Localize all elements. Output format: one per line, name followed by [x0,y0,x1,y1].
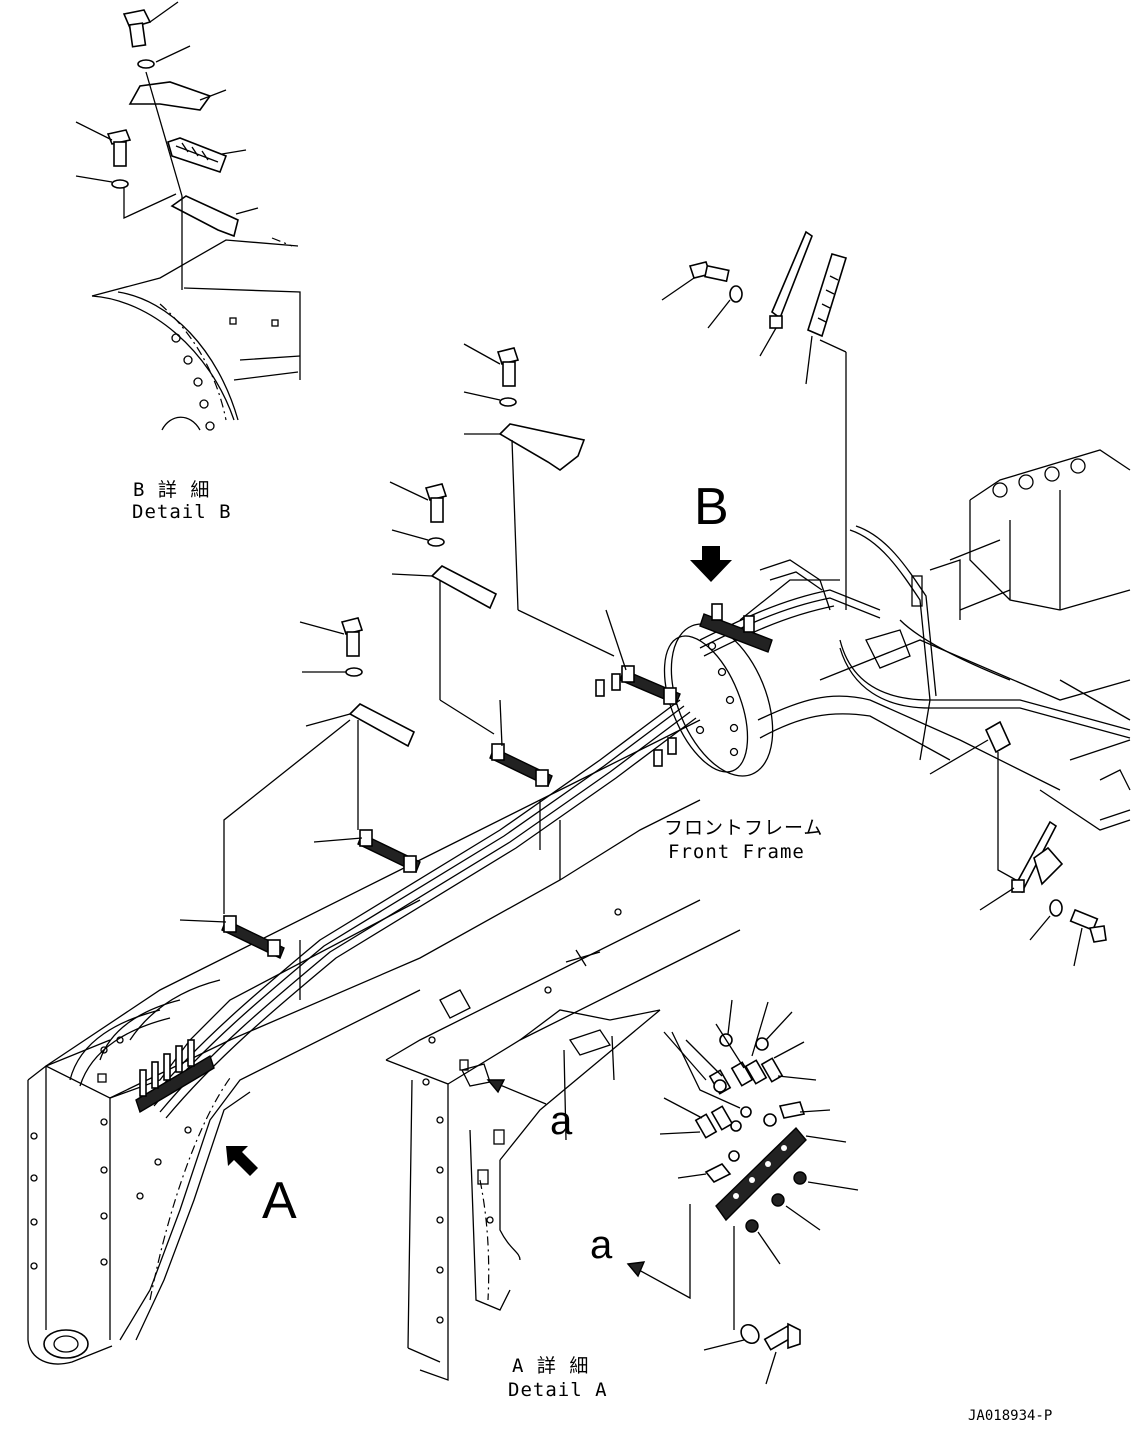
hose-clamp-icon [221,915,285,959]
detail-b-caption-jp: B 詳 細 [133,479,210,501]
detail-a-caption-jp: A 詳 細 [512,1355,589,1377]
top-right-exploded-parts [661,230,848,610]
clip-rod-icon [771,230,813,320]
washer-icon [345,667,363,677]
washer-icon [111,179,129,189]
front-frame-assembly [27,449,1131,1365]
drawing-code: JA018934-P [968,1408,1052,1424]
hose-clamp-icon [489,743,553,787]
bolt-icon [688,261,730,283]
hose-clamp-icon [699,603,773,653]
nut-icon [745,1219,759,1233]
detail-b-caption-en: Detail B [132,501,232,523]
bracket-icon [348,703,416,748]
washer-icon [499,397,517,407]
bolt-icon [763,1322,801,1351]
nut-icon [793,1171,807,1185]
hose-clamp-icon [619,665,681,705]
grommet-block-icon [807,253,848,338]
washer-icon [1049,899,1063,917]
view-label-b: B [694,478,729,536]
bracket-icon [430,565,498,610]
reference-a-top: a [550,1099,573,1143]
clamp-plate-icon [128,81,212,111]
washer-icon [137,59,155,69]
center-exploded-parts [223,343,615,914]
reference-a-bottom: a [590,1223,613,1267]
washer-icon [729,285,743,303]
nut-icon [771,1193,785,1207]
bracket-icon [170,195,239,238]
hose-clamp-icon [357,829,421,873]
front-frame-caption-jp: フロントフレーム [664,817,823,839]
bolt-icon [496,347,520,387]
front-frame-caption-en: Front Frame [668,841,805,863]
connector-bar-icon [715,1126,807,1222]
bolt-icon [424,483,448,523]
detail-b-exploded-view [75,1,301,431]
view-label-a: A [262,1172,297,1230]
bracket-icon [984,720,1012,754]
bolt-icon [106,129,132,167]
clamp-plate-icon [498,423,586,471]
bolt-icon [1069,908,1107,943]
view-arrow-a [226,1146,258,1176]
detail-a-exploded-view: a a [385,899,859,1385]
washer-icon [740,1323,760,1345]
bolt-icon [340,617,364,657]
fitting-block-icon [135,1039,215,1114]
washer-icon [427,537,445,547]
bolt-icon [122,9,152,48]
view-arrow-b [690,546,732,582]
detail-a-caption-en: Detail A [508,1379,608,1401]
pivot-bushing-icon [43,1329,89,1359]
